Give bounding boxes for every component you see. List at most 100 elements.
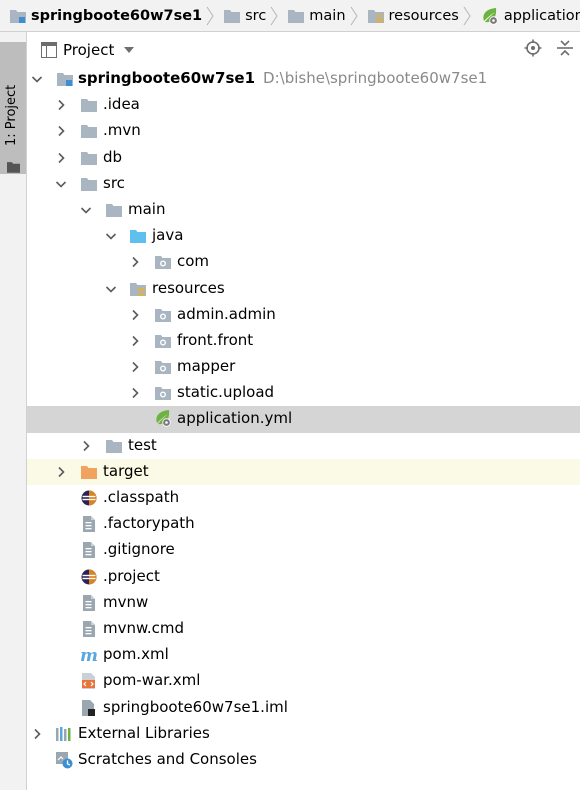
chevron-down-icon[interactable]	[55, 178, 67, 190]
tree-item-db[interactable]: db	[27, 145, 580, 171]
folder-icon	[7, 158, 20, 177]
package-folder-icon	[154, 384, 172, 402]
tree-item-com[interactable]: com	[27, 249, 580, 275]
source-folder-icon	[129, 227, 147, 245]
project-window-icon	[41, 41, 57, 58]
breadcrumb-application-yml[interactable]: application.yml	[471, 0, 580, 32]
tree-item-application-yml[interactable]: application.yml	[27, 406, 580, 433]
resources-folder-icon	[368, 9, 384, 23]
breadcrumb-resources[interactable]: resources	[358, 0, 459, 31]
tree-item-classpath[interactable]: .classpath	[27, 485, 580, 511]
text-file-icon	[80, 594, 98, 612]
excluded-folder-icon	[80, 463, 98, 481]
tree-item-src[interactable]: src	[27, 171, 580, 197]
breadcrumb-project[interactable]: springboote60w7se1	[0, 0, 202, 31]
breadcrumb-src[interactable]: src	[214, 0, 266, 31]
tree-item-label: .factorypath	[103, 514, 195, 533]
root-module-path: D:\bishe\springboote60w7se1	[263, 69, 488, 87]
chevron-down-icon[interactable]	[105, 283, 117, 295]
tree-item-pom-xml[interactable]: m pom.xml	[27, 642, 580, 668]
tree-item-target[interactable]: target	[27, 458, 580, 485]
panel-title[interactable]: Project	[63, 40, 115, 59]
view-dropdown-chevron-down-icon[interactable]	[123, 46, 135, 54]
chevron-down-icon[interactable]	[31, 73, 43, 85]
tree-item-admin-admin[interactable]: admin.admin	[27, 302, 580, 328]
project-tool-tab-label: 1: Project	[4, 84, 19, 146]
locate-file-icon[interactable]	[524, 39, 542, 61]
eclipse-icon	[80, 568, 98, 586]
chevron-right-icon[interactable]	[55, 99, 67, 111]
chevron-right-icon[interactable]	[31, 728, 43, 740]
tree-item-front-front[interactable]: front.front	[27, 328, 580, 354]
tree-item-label: pom.xml	[103, 645, 169, 664]
text-file-icon	[80, 620, 98, 638]
tree-item-label: static.upload	[177, 383, 275, 402]
chevron-right-icon[interactable]	[129, 387, 141, 399]
tree-item-label: application.yml	[177, 409, 293, 428]
tree-item-iml[interactable]: springboote60w7se1.iml	[27, 695, 580, 721]
text-file-icon	[80, 541, 98, 559]
folder-icon	[80, 96, 98, 114]
maven-icon: m	[80, 646, 98, 664]
tree-item-factorypath[interactable]: .factorypath	[27, 511, 580, 537]
tree-item-label: pom-war.xml	[103, 671, 201, 690]
module-file-icon	[80, 699, 98, 717]
breadcrumb-separator-icon	[463, 0, 471, 31]
tree-item-label: resources	[152, 278, 225, 297]
chevron-right-icon[interactable]	[129, 309, 141, 321]
tree-item-pom-war-xml[interactable]: pom-war.xml	[27, 668, 580, 694]
tree-item-label: main	[128, 199, 166, 218]
chevron-right-icon[interactable]	[80, 440, 92, 452]
tree-item-label: mvnw.cmd	[103, 618, 185, 637]
chevron-down-icon[interactable]	[105, 230, 117, 242]
chevron-right-icon[interactable]	[55, 466, 67, 478]
tree-item-static-upload[interactable]: static.upload	[27, 380, 580, 406]
tree-item-label: src	[103, 173, 125, 192]
chevron-right-icon[interactable]	[55, 152, 67, 164]
tree-item-label: front.front	[177, 330, 254, 349]
tree-item-gitignore[interactable]: .gitignore	[27, 537, 580, 563]
tree-item-mapper[interactable]: mapper	[27, 354, 580, 380]
breadcrumb-separator-icon	[270, 0, 278, 31]
tree-item-mvnw-cmd[interactable]: mvnw.cmd	[27, 616, 580, 642]
resources-folder-icon	[129, 280, 147, 298]
package-folder-icon	[154, 332, 172, 350]
tree-item-java[interactable]: java	[27, 223, 580, 249]
tree-item-main[interactable]: main	[27, 197, 580, 223]
chevron-down-icon[interactable]	[80, 204, 92, 216]
xml-file-icon	[80, 672, 98, 690]
tree-item-label: db	[103, 147, 123, 166]
tree-item-label: External Libraries	[78, 723, 210, 742]
tree-item-project[interactable]: .project	[27, 564, 580, 590]
tree-item-test[interactable]: test	[27, 433, 580, 459]
project-panel-header: Project	[27, 32, 580, 67]
chevron-right-icon[interactable]	[129, 361, 141, 373]
tree-item-external-libraries[interactable]: External Libraries	[27, 721, 580, 747]
chevron-right-icon[interactable]	[55, 125, 67, 137]
tree-item-mvnw[interactable]: mvnw	[27, 590, 580, 616]
spring-config-icon	[481, 7, 499, 25]
folder-icon	[224, 9, 240, 23]
scratches-icon	[55, 751, 73, 769]
breadcrumb-separator-icon	[350, 0, 358, 31]
chevron-right-icon[interactable]	[129, 256, 141, 268]
eclipse-icon	[80, 489, 98, 507]
breadcrumb-main[interactable]: main	[278, 0, 346, 31]
tree-item-label: admin.admin	[177, 304, 276, 323]
breadcrumb-separator-icon	[206, 0, 214, 31]
svg-text:m: m	[80, 646, 98, 664]
chevron-right-icon[interactable]	[129, 335, 141, 347]
collapse-all-icon[interactable]	[556, 39, 574, 61]
tree-item-scratches[interactable]: Scratches and Consoles	[27, 747, 580, 773]
tree-item-idea[interactable]: .idea	[27, 92, 580, 118]
tree-item-mvn[interactable]: .mvn	[27, 118, 580, 144]
tree-item-label: .gitignore	[103, 540, 175, 559]
folder-icon	[105, 201, 123, 219]
tree-item-label: .project	[103, 566, 160, 585]
project-tool-tab[interactable]: 1: Project	[0, 42, 26, 174]
folder-icon	[105, 437, 123, 455]
tree-item-resources[interactable]: resources	[27, 276, 580, 302]
libraries-icon	[55, 725, 73, 743]
